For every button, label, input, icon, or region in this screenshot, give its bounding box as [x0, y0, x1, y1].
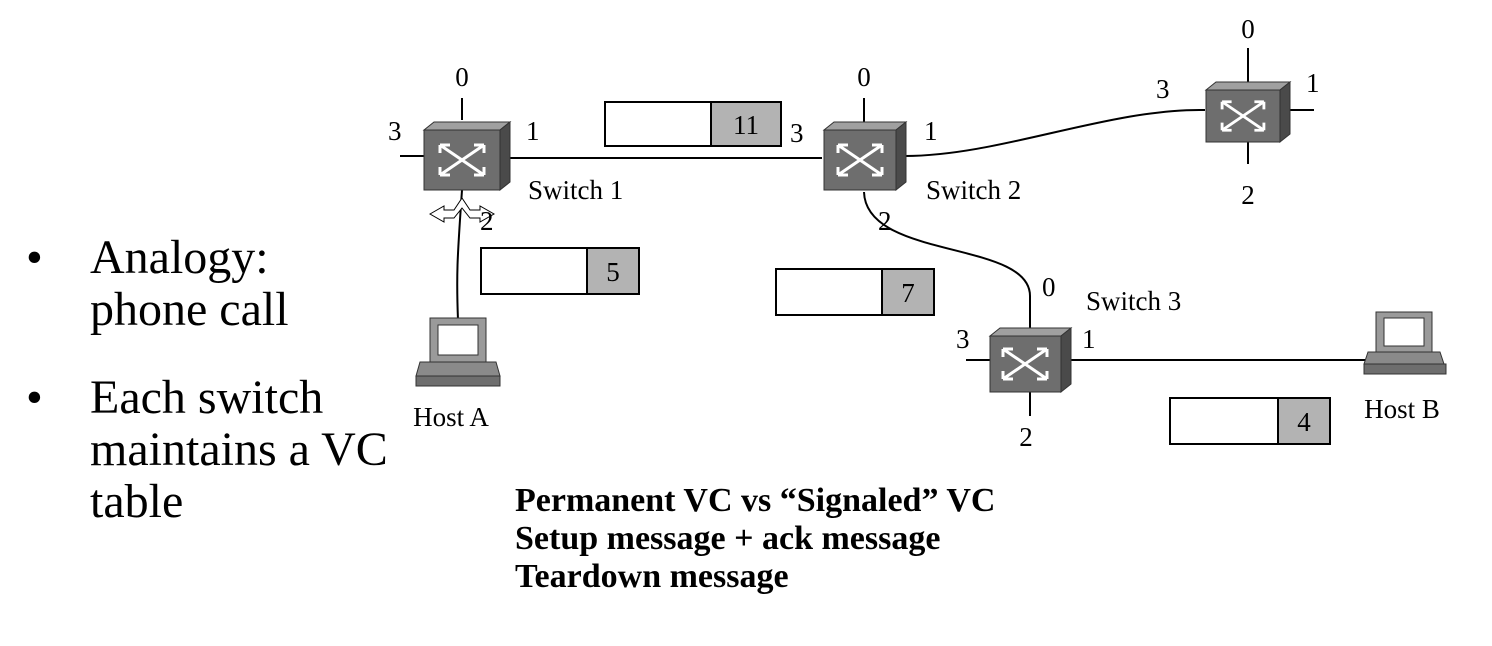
vc-cell-4-value: 4 [1297, 407, 1311, 437]
vc-cell-4-header [1277, 397, 1331, 445]
vc-cell-4-payload [1169, 397, 1279, 445]
bullet-list: • Analogy: phone call • Each switch main… [20, 232, 440, 564]
bullet-item-vc-table: • Each switch maintains a VC table [20, 372, 440, 528]
switch2-port2-label: 2 [878, 206, 892, 236]
bullet-text-vc-table: Each switch maintains a VC table [90, 371, 388, 528]
switch2-side-face [895, 120, 907, 192]
switch1-port2-label: 2 [480, 206, 494, 236]
switch1-port3-label: 3 [388, 116, 402, 146]
switch3-port1-label: 1 [1082, 324, 1096, 354]
switch1-packet-arrows-icon [428, 197, 496, 223]
vc-cell-11: 11 [604, 101, 782, 147]
switch1-top-face [422, 121, 512, 131]
switch1-port0-label: 0 [455, 62, 469, 92]
vc-cell-11-value: 11 [733, 110, 759, 140]
vc-cell-4: 4 [1169, 397, 1331, 445]
vc-cell-5-payload [480, 247, 588, 295]
note-setup-ack: Setup message + ack message [515, 520, 941, 557]
switch4-port3-label: 3 [1156, 74, 1170, 104]
switch4-port0-label: 0 [1241, 14, 1255, 44]
switch2-port3-label: 3 [790, 118, 804, 148]
switch-1: 0 1 2 3 Switch 1 [388, 62, 623, 236]
switch4-port2-label: 2 [1241, 180, 1255, 210]
host-b-label: Host B [1364, 394, 1440, 424]
switch4-top-face [1204, 81, 1292, 91]
bullet-item-analogy: • Analogy: phone call [20, 232, 440, 336]
switch-3: 0 1 2 3 Switch 3 [956, 272, 1181, 452]
host-a-computer-icon [415, 317, 501, 387]
switch1-port1-label: 1 [526, 116, 540, 146]
switch3-port0-label: 0 [1042, 272, 1056, 302]
notes-block: Permanent VC vs “Signaled” VC Setup mess… [515, 482, 1215, 596]
switch2-top-face [822, 121, 908, 131]
host-b: Host B [1363, 311, 1447, 424]
host-b-computer-icon [1363, 311, 1447, 375]
link-switch2-switch4 [904, 108, 1206, 157]
bullet-marker: • [26, 231, 43, 284]
switch3-top-face [988, 327, 1073, 337]
vc-cell-5: 5 [480, 247, 640, 295]
switch1-label: Switch 1 [528, 175, 623, 205]
switch2-port0-label: 0 [857, 62, 871, 92]
vc-cell-7: 7 [775, 268, 935, 316]
switch3-port2-label: 2 [1019, 422, 1033, 452]
bullet-text-analogy: Analogy: phone call [90, 231, 289, 336]
note-teardown: Teardown message [515, 558, 789, 595]
host-a-label: Host A [413, 402, 489, 432]
vc-cell-11-header [710, 101, 782, 147]
bullet-marker: • [26, 371, 43, 424]
switch-2: 0 1 2 3 Switch 2 [790, 62, 1021, 236]
vc-cell-5-header [586, 247, 640, 295]
switch4-side-face [1279, 80, 1291, 144]
switch-4: 0 1 2 3 [1156, 14, 1320, 210]
vc-cell-11-payload [604, 101, 712, 147]
vc-cell-5-value: 5 [606, 257, 620, 287]
switch3-side-face [1060, 326, 1072, 394]
switch3-port3-label: 3 [956, 324, 970, 354]
vc-cell-7-payload [775, 268, 883, 316]
switch1-side-face [499, 120, 511, 192]
vc-cell-7-value: 7 [901, 278, 915, 308]
switch2-port1-label: 1 [924, 116, 938, 146]
host-a: Host A [413, 317, 501, 432]
switch3-label: Switch 3 [1086, 286, 1181, 316]
note-permanent-vs-signaled: Permanent VC vs “Signaled” VC [515, 482, 996, 519]
switch4-port1-label: 1 [1306, 68, 1320, 98]
links [456, 108, 1368, 361]
switch2-label: Switch 2 [926, 175, 1021, 205]
link-switch2-switch3 [863, 191, 1031, 328]
vc-cell-7-header [881, 268, 935, 316]
